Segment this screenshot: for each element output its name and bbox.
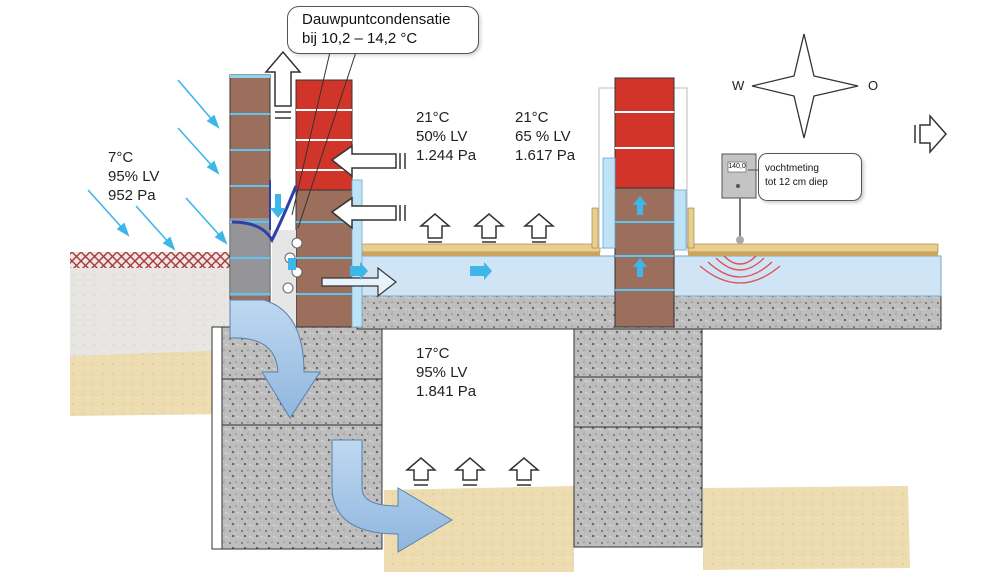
outside-conditions: 7°C 95% LV 952 Pa <box>108 148 159 205</box>
crawlspace-temp: 17°C <box>416 345 450 362</box>
meter-label-line1: vochtmeting <box>765 163 819 174</box>
room-right-humidity: 65 % LV <box>515 128 571 145</box>
vapor-arrows-inward <box>330 144 406 230</box>
airflow-arrow-down <box>229 299 321 419</box>
moisture-meter <box>721 153 757 244</box>
wind-arrow-right <box>914 114 948 154</box>
vent-arrow-up <box>264 50 302 119</box>
outer-wall <box>229 74 271 328</box>
room-left-pressure: 1.244 Pa <box>416 147 477 164</box>
room-left-conditions: 21°C 50% LV 1.244 Pa <box>416 108 476 165</box>
meter-display: 140,0 <box>728 163 746 170</box>
foundation-middle <box>573 326 703 548</box>
crawlspace-humidity: 95% LV <box>416 364 468 381</box>
dew-point-callout: Dauwpuntcondensatie bij 10,2 – 14,2 °C <box>287 6 479 54</box>
room-left-temp: 21°C <box>416 109 450 126</box>
callout-line2: bij 10,2 – 14,2 °C <box>302 30 418 47</box>
compass-west: W <box>732 78 745 93</box>
moisture-meter-label: vochtmeting tot 12 cm diep <box>758 153 862 201</box>
crawlspace-conditions: 17°C 95% LV 1.841 Pa <box>416 344 476 401</box>
floor-vapor-arrows-up <box>418 213 556 243</box>
cavity <box>231 180 303 327</box>
crawlspace-pressure: 1.841 Pa <box>416 383 477 400</box>
measurement-waves <box>699 255 781 284</box>
compass-rose <box>751 33 859 139</box>
airflow-arrow-right <box>331 439 453 553</box>
interior-wall-middle <box>598 77 688 328</box>
rain-arrows <box>87 79 228 251</box>
floor-airflow-arrow <box>270 194 492 298</box>
outside-temp: 7°C <box>108 149 134 166</box>
meter-label-line2: tot 12 cm diep <box>765 177 828 188</box>
room-right-temp: 21°C <box>515 109 549 126</box>
ground-left <box>70 252 232 416</box>
room-left-humidity: 50% LV <box>416 128 468 145</box>
callout-pointer <box>291 51 357 229</box>
compass-east: O <box>868 78 879 93</box>
room-right-conditions: 21°C 65 % LV 1.617 Pa <box>515 108 575 165</box>
outside-humidity: 95% LV <box>108 168 160 185</box>
room-right-pressure: 1.617 Pa <box>515 147 576 164</box>
outside-pressure: 952 Pa <box>108 187 156 204</box>
crawlspace-vapor-arrows-up <box>404 457 541 486</box>
callout-line1: Dauwpuntcondensatie <box>302 11 451 28</box>
